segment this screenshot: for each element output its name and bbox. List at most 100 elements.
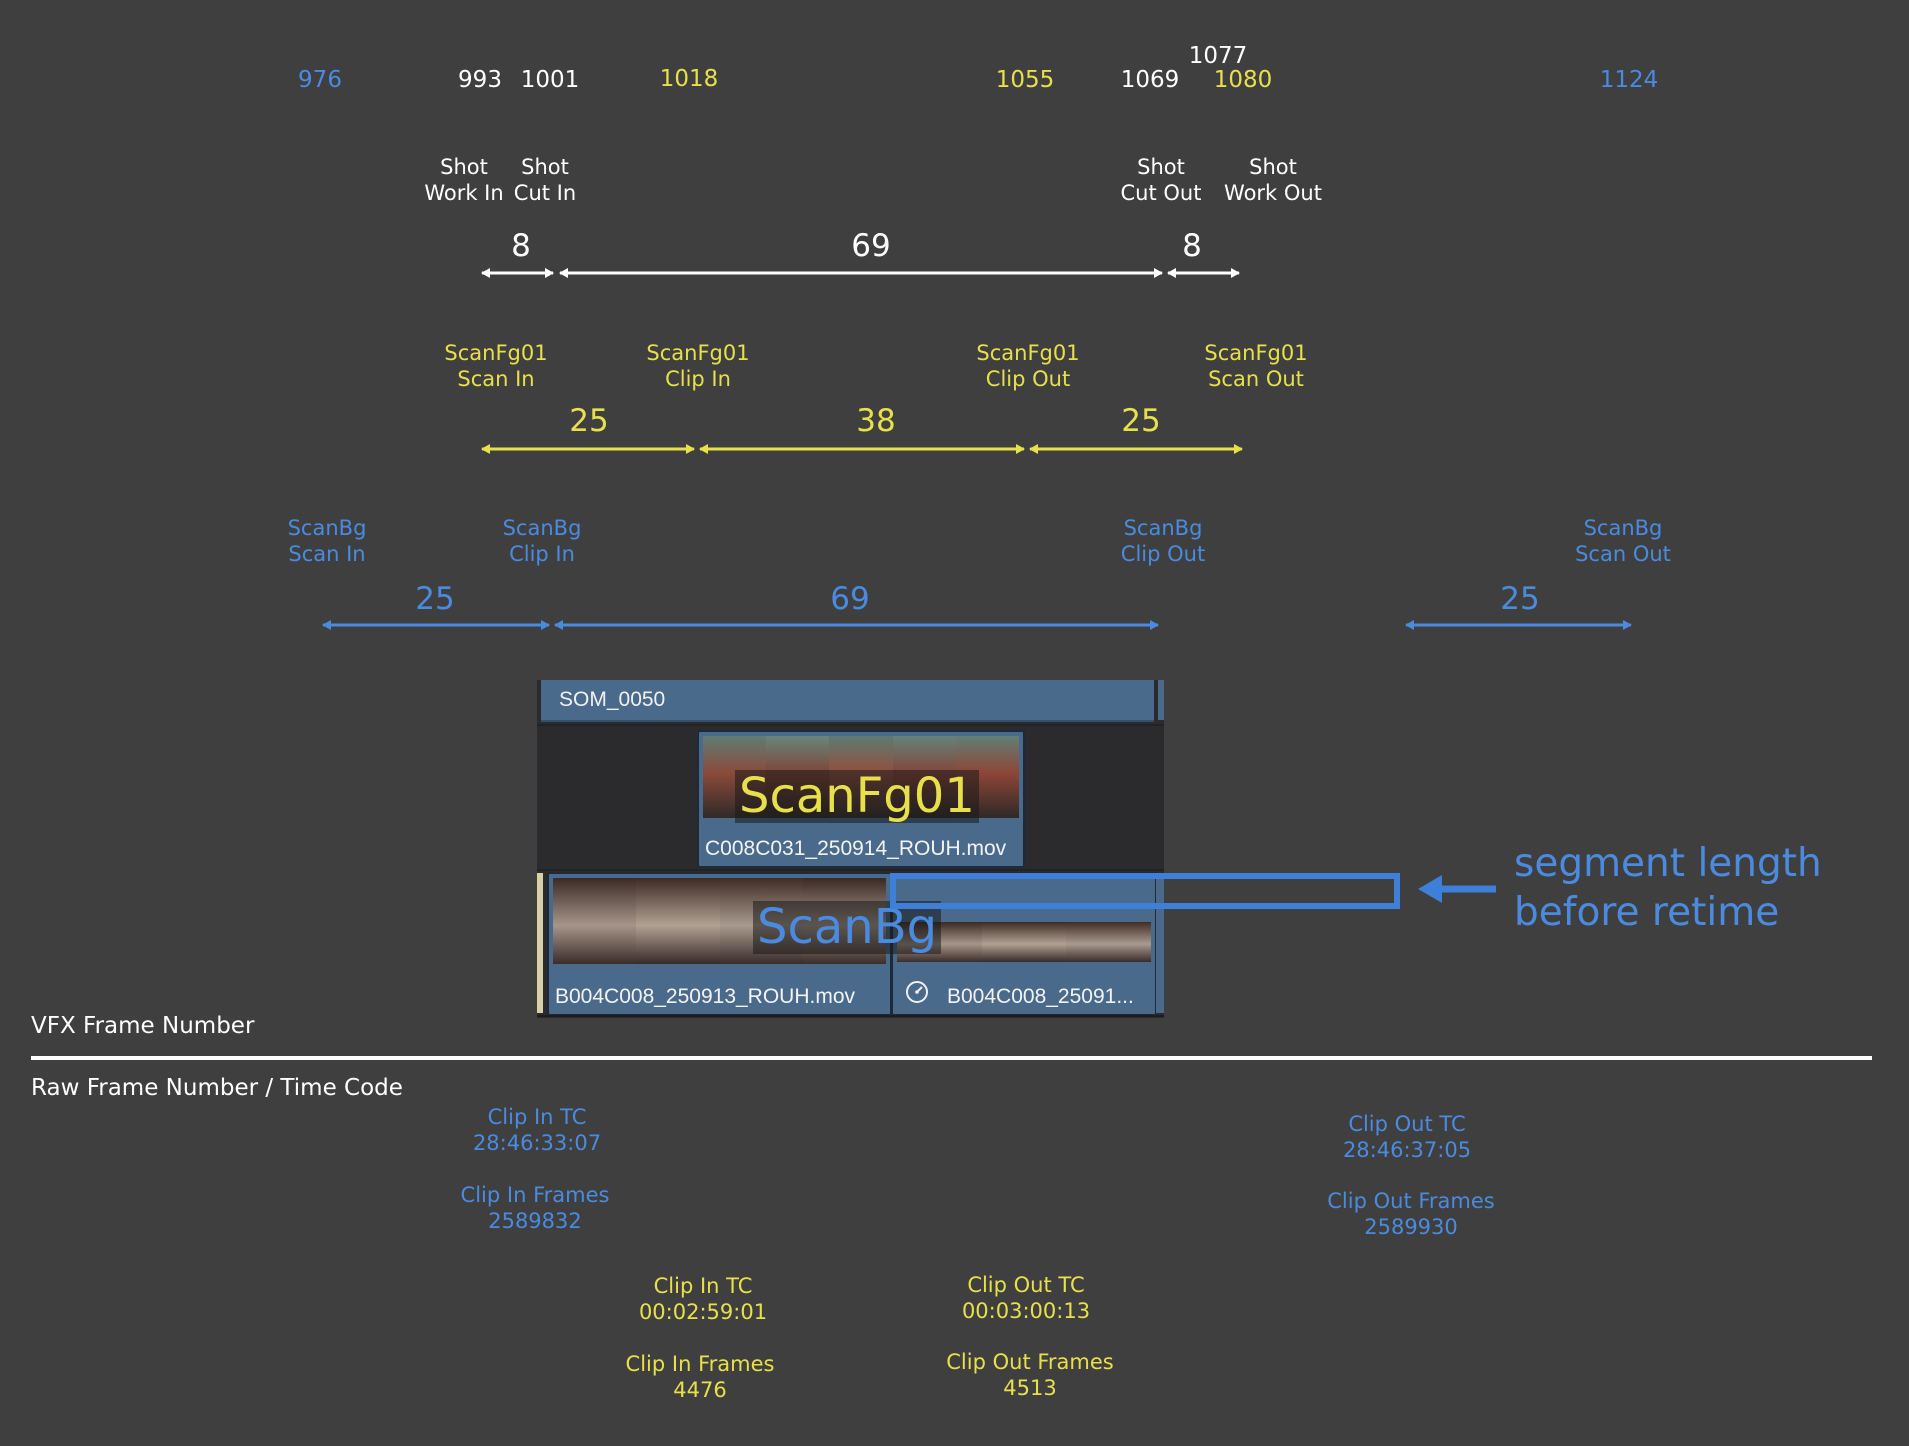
- bg-clip-out-frames: Clip Out Frames 2589930: [1327, 1189, 1494, 1240]
- bg-clip-in-tc-label: Clip In TC: [487, 1105, 587, 1129]
- bg-clip-out-frames-value: 2589930: [1364, 1214, 1458, 1239]
- sequence-clip[interactable]: SOM_0050: [541, 680, 1154, 722]
- timeline-panel: SOM_0050 C008C031_250914_ROUH.mov B004C0…: [537, 680, 1164, 1018]
- frame-number-shot-cut-out: 1069: [1120, 67, 1180, 93]
- fg-clip-in-line1: ScanFg01: [646, 341, 750, 365]
- shot-cut-out-line2: Cut Out: [1120, 180, 1202, 205]
- fg-clip-out-frames-value: 4513: [1003, 1375, 1057, 1400]
- shot-cut-in-line1: Shot: [521, 155, 569, 179]
- fg-clip-out-tc-value: 00:03:00:13: [961, 1298, 1091, 1323]
- fg-tail-count: 25: [1121, 403, 1161, 439]
- bg-track-handle[interactable]: [537, 873, 543, 1013]
- fg-clip-out-frames: Clip Out Frames 4513: [946, 1350, 1113, 1401]
- fg-clip-out-tc: Clip Out TC 00:03:00:13: [962, 1273, 1090, 1324]
- left-arrow-icon: [1418, 875, 1496, 903]
- frame-number-shot-work-out: 1077: [1188, 43, 1248, 69]
- fg-clip-in-tc-label: Clip In TC: [653, 1274, 753, 1298]
- fg-clip-in-frames: Clip In Frames 4476: [626, 1352, 775, 1403]
- frame-number-fg-clip-out: 1055: [995, 67, 1055, 93]
- bg-head-count: 25: [415, 581, 455, 617]
- speedometer-icon: [905, 980, 929, 1008]
- bg-clip-in-line2: Clip In: [509, 541, 575, 566]
- vfx-frame-number-heading: VFX Frame Number: [31, 1013, 255, 1039]
- frame-number-shot-work-in: 993: [458, 67, 502, 93]
- bg-clip-in-frames-label: Clip In Frames: [460, 1183, 610, 1207]
- bg-clip-retimed-thumbnails: [897, 922, 1152, 962]
- bg-scan-out-line2: Scan Out: [1575, 541, 1671, 566]
- bg-clip-in-frames: Clip In Frames 2589832: [461, 1183, 610, 1234]
- bg-tail-count: 25: [1500, 581, 1540, 617]
- bg-clip-out-label: ScanBg Clip Out: [1121, 516, 1205, 567]
- bg-scan-in-label: ScanBg Scan In: [288, 516, 367, 567]
- fg-clip-filename: C008C031_250914_ROUH.mov: [705, 837, 1007, 860]
- fg-clip-in-line2: Clip In: [665, 366, 731, 391]
- shot-tail-handle-count: 8: [1182, 228, 1202, 264]
- fg-scan-in-label: ScanFg01 Scan In: [444, 341, 547, 392]
- shot-work-out-line2: Work Out: [1224, 180, 1322, 205]
- thumbnail: [981, 922, 1067, 962]
- bg-track-end: [1156, 873, 1164, 1013]
- shot-cut-in-label: Shot Cut In: [514, 155, 576, 206]
- fg-clip-out-label: ScanFg01 Clip Out: [976, 341, 1079, 392]
- fg-clip-out-line2: Clip Out: [985, 366, 1071, 391]
- bg-clip-out-tc-label: Clip Out TC: [1348, 1112, 1466, 1136]
- raw-frame-number-heading: Raw Frame Number / Time Code: [31, 1075, 403, 1101]
- shot-cut-out-label: Shot Cut Out: [1121, 155, 1202, 206]
- fg-head-count: 25: [569, 403, 609, 439]
- frame-number-fg-scan-out: 1080: [1213, 67, 1273, 93]
- shot-cut-in-line2: Cut In: [513, 180, 577, 205]
- track-separator: [537, 724, 1164, 726]
- shot-work-in-label: Shot Work In: [424, 155, 503, 206]
- fg-scan-in-line2: Scan In: [457, 366, 535, 391]
- frame-number-bg-scan-in: 976: [298, 67, 342, 93]
- segment-length-box: [890, 873, 1400, 909]
- fg-scan-out-line1: ScanFg01: [1204, 341, 1308, 365]
- fg-clip-in-label: ScanFg01 Clip In: [646, 341, 749, 392]
- frame-number-bg-scan-out: 1124: [1599, 67, 1659, 93]
- fg-clip-in-frames-value: 4476: [673, 1377, 727, 1402]
- bg-clip-out-line1: ScanBg: [1123, 516, 1203, 540]
- segment-length-line2: before retime: [1514, 889, 1780, 935]
- fg-clip-in-tc: Clip In TC 00:02:59:01: [639, 1274, 767, 1325]
- bg-clip-out-tc: Clip Out TC 28:46:37:05: [1343, 1112, 1471, 1163]
- sequence-clip-end: [1158, 680, 1164, 720]
- fg-clip-in-frames-label: Clip In Frames: [625, 1352, 775, 1376]
- shot-work-out-label: Shot Work Out: [1224, 155, 1322, 206]
- bg-clip-filename: B004C008_250913_ROUH.mov: [555, 985, 856, 1008]
- fg-overlay-label: ScanFg01: [735, 770, 979, 823]
- segment-length-annotation: segment length before retime: [1514, 840, 1822, 938]
- thumbnail: [636, 878, 720, 964]
- bg-clip-retimed[interactable]: B004C008_25091...: [891, 872, 1157, 1016]
- shot-work-in-line1: Shot: [440, 155, 488, 179]
- shot-work-in-line2: Work In: [424, 180, 504, 205]
- bg-clip-out-frames-label: Clip Out Frames: [1327, 1189, 1495, 1213]
- bg-overlay-label: ScanBg: [753, 901, 942, 954]
- thumbnail: [1066, 922, 1152, 962]
- section-divider: [31, 1056, 1872, 1060]
- shot-head-handle-count: 8: [511, 228, 531, 264]
- bg-clip-count: 69: [830, 581, 870, 617]
- bg-scan-out-line1: ScanBg: [1583, 516, 1663, 540]
- fg-scan-out-line2: Scan Out: [1208, 366, 1304, 391]
- track-separator: [537, 869, 1164, 871]
- bg-clip-out-line2: Clip Out: [1120, 541, 1206, 566]
- bg-scan-out-label: ScanBg Scan Out: [1575, 516, 1671, 567]
- track-separator: [537, 1015, 1164, 1017]
- bg-clip-retimed-filename: B004C008_25091...: [947, 985, 1134, 1008]
- fg-clip-out-line1: ScanFg01: [976, 341, 1080, 365]
- sequence-name: SOM_0050: [559, 688, 666, 711]
- shot-work-out-line1: Shot: [1249, 155, 1297, 179]
- shot-cut-count: 69: [851, 228, 891, 264]
- fg-clip-in-tc-value: 00:02:59:01: [638, 1299, 768, 1324]
- frame-number-shot-cut-in: 1001: [520, 67, 580, 93]
- bg-clip-out-tc-value: 28:46:37:05: [1342, 1137, 1472, 1162]
- thumbnail: [553, 878, 637, 964]
- frame-number-fg-clip-in: 1018: [659, 66, 719, 92]
- fg-scan-out-label: ScanFg01 Scan Out: [1204, 341, 1307, 392]
- fg-clip-out-frames-label: Clip Out Frames: [946, 1350, 1114, 1374]
- fg-clip-count: 38: [856, 403, 896, 439]
- shot-cut-out-line1: Shot: [1137, 155, 1185, 179]
- bg-clip-in-frames-value: 2589832: [488, 1208, 582, 1233]
- fg-clip-out-tc-label: Clip Out TC: [967, 1273, 1085, 1297]
